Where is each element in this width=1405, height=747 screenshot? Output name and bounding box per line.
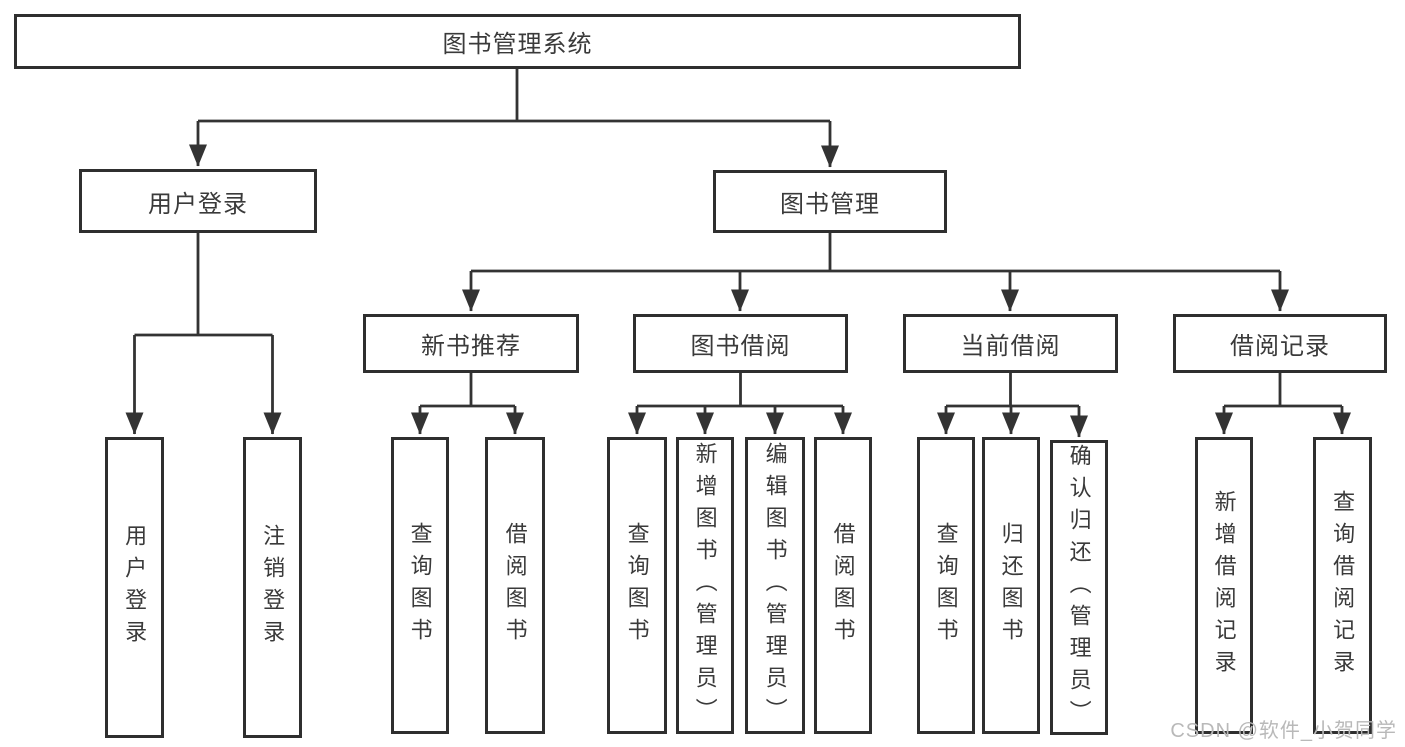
node-root: 图书管理系统 xyxy=(14,14,1021,69)
leaf-rec-query-books-label: 查询图书 xyxy=(407,521,433,650)
node-book-management-label: 图书管理 xyxy=(780,191,880,218)
node-root-label: 图书管理系统 xyxy=(442,31,593,58)
leaf-bb-query-books-label: 查询图书 xyxy=(624,521,650,650)
leaf-br-add-record-label: 新增借阅记录 xyxy=(1211,489,1237,682)
leaf-br-add-record: 新增借阅记录 xyxy=(1195,437,1253,734)
leaf-bb-borrow-books: 借阅图书 xyxy=(814,437,872,734)
leaf-br-query-record-label: 查询借阅记录 xyxy=(1330,489,1356,682)
leaf-cb-query-books: 查询图书 xyxy=(917,437,975,734)
leaf-rec-borrow-books-label: 借阅图书 xyxy=(502,521,528,650)
node-new-book-recommend-label: 新书推荐 xyxy=(421,333,521,360)
csdn-watermark: CSDN @软件_小贺同学 xyxy=(1170,720,1397,742)
leaf-logout: 注销登录 xyxy=(243,437,302,738)
node-borrowing-records: 借阅记录 xyxy=(1173,314,1387,373)
leaf-rec-borrow-books: 借阅图书 xyxy=(485,437,545,734)
leaf-bb-borrow-books-label: 借阅图书 xyxy=(830,521,856,650)
node-book-management: 图书管理 xyxy=(713,170,947,233)
leaf-bb-edit-books-admin: 编辑图书（管理员） xyxy=(745,437,805,734)
node-current-borrowing: 当前借阅 xyxy=(903,314,1118,373)
node-book-borrowing-label: 图书借阅 xyxy=(690,333,791,360)
node-book-borrowing: 图书借阅 xyxy=(633,314,848,373)
leaf-br-query-record: 查询借阅记录 xyxy=(1313,437,1372,734)
node-borrowing-records-label: 借阅记录 xyxy=(1230,333,1330,360)
node-user-login: 用户登录 xyxy=(79,169,317,233)
node-user-login-label: 用户登录 xyxy=(148,190,248,218)
leaf-user-login: 用户登录 xyxy=(105,437,164,738)
leaf-bb-add-books-admin-label: 新增图书（管理员） xyxy=(692,441,718,730)
leaf-logout-label: 注销登录 xyxy=(260,523,286,652)
leaf-cb-query-books-label: 查询图书 xyxy=(933,521,959,650)
leaf-bb-add-books-admin: 新增图书（管理员） xyxy=(676,437,734,734)
leaf-cb-confirm-return-admin-label: 确认归还（管理员） xyxy=(1066,443,1092,732)
leaf-rec-query-books: 查询图书 xyxy=(391,437,449,734)
leaf-bb-query-books: 查询图书 xyxy=(607,437,667,734)
leaf-cb-return-books: 归还图书 xyxy=(982,437,1040,734)
node-current-borrowing-label: 当前借阅 xyxy=(960,333,1061,360)
leaf-user-login-label: 用户登录 xyxy=(122,523,148,652)
leaf-cb-confirm-return-admin: 确认归还（管理员） xyxy=(1050,440,1108,735)
node-new-book-recommend: 新书推荐 xyxy=(363,314,579,373)
leaf-cb-return-books-label: 归还图书 xyxy=(998,521,1024,650)
leaf-bb-edit-books-admin-label: 编辑图书（管理员） xyxy=(762,441,788,730)
